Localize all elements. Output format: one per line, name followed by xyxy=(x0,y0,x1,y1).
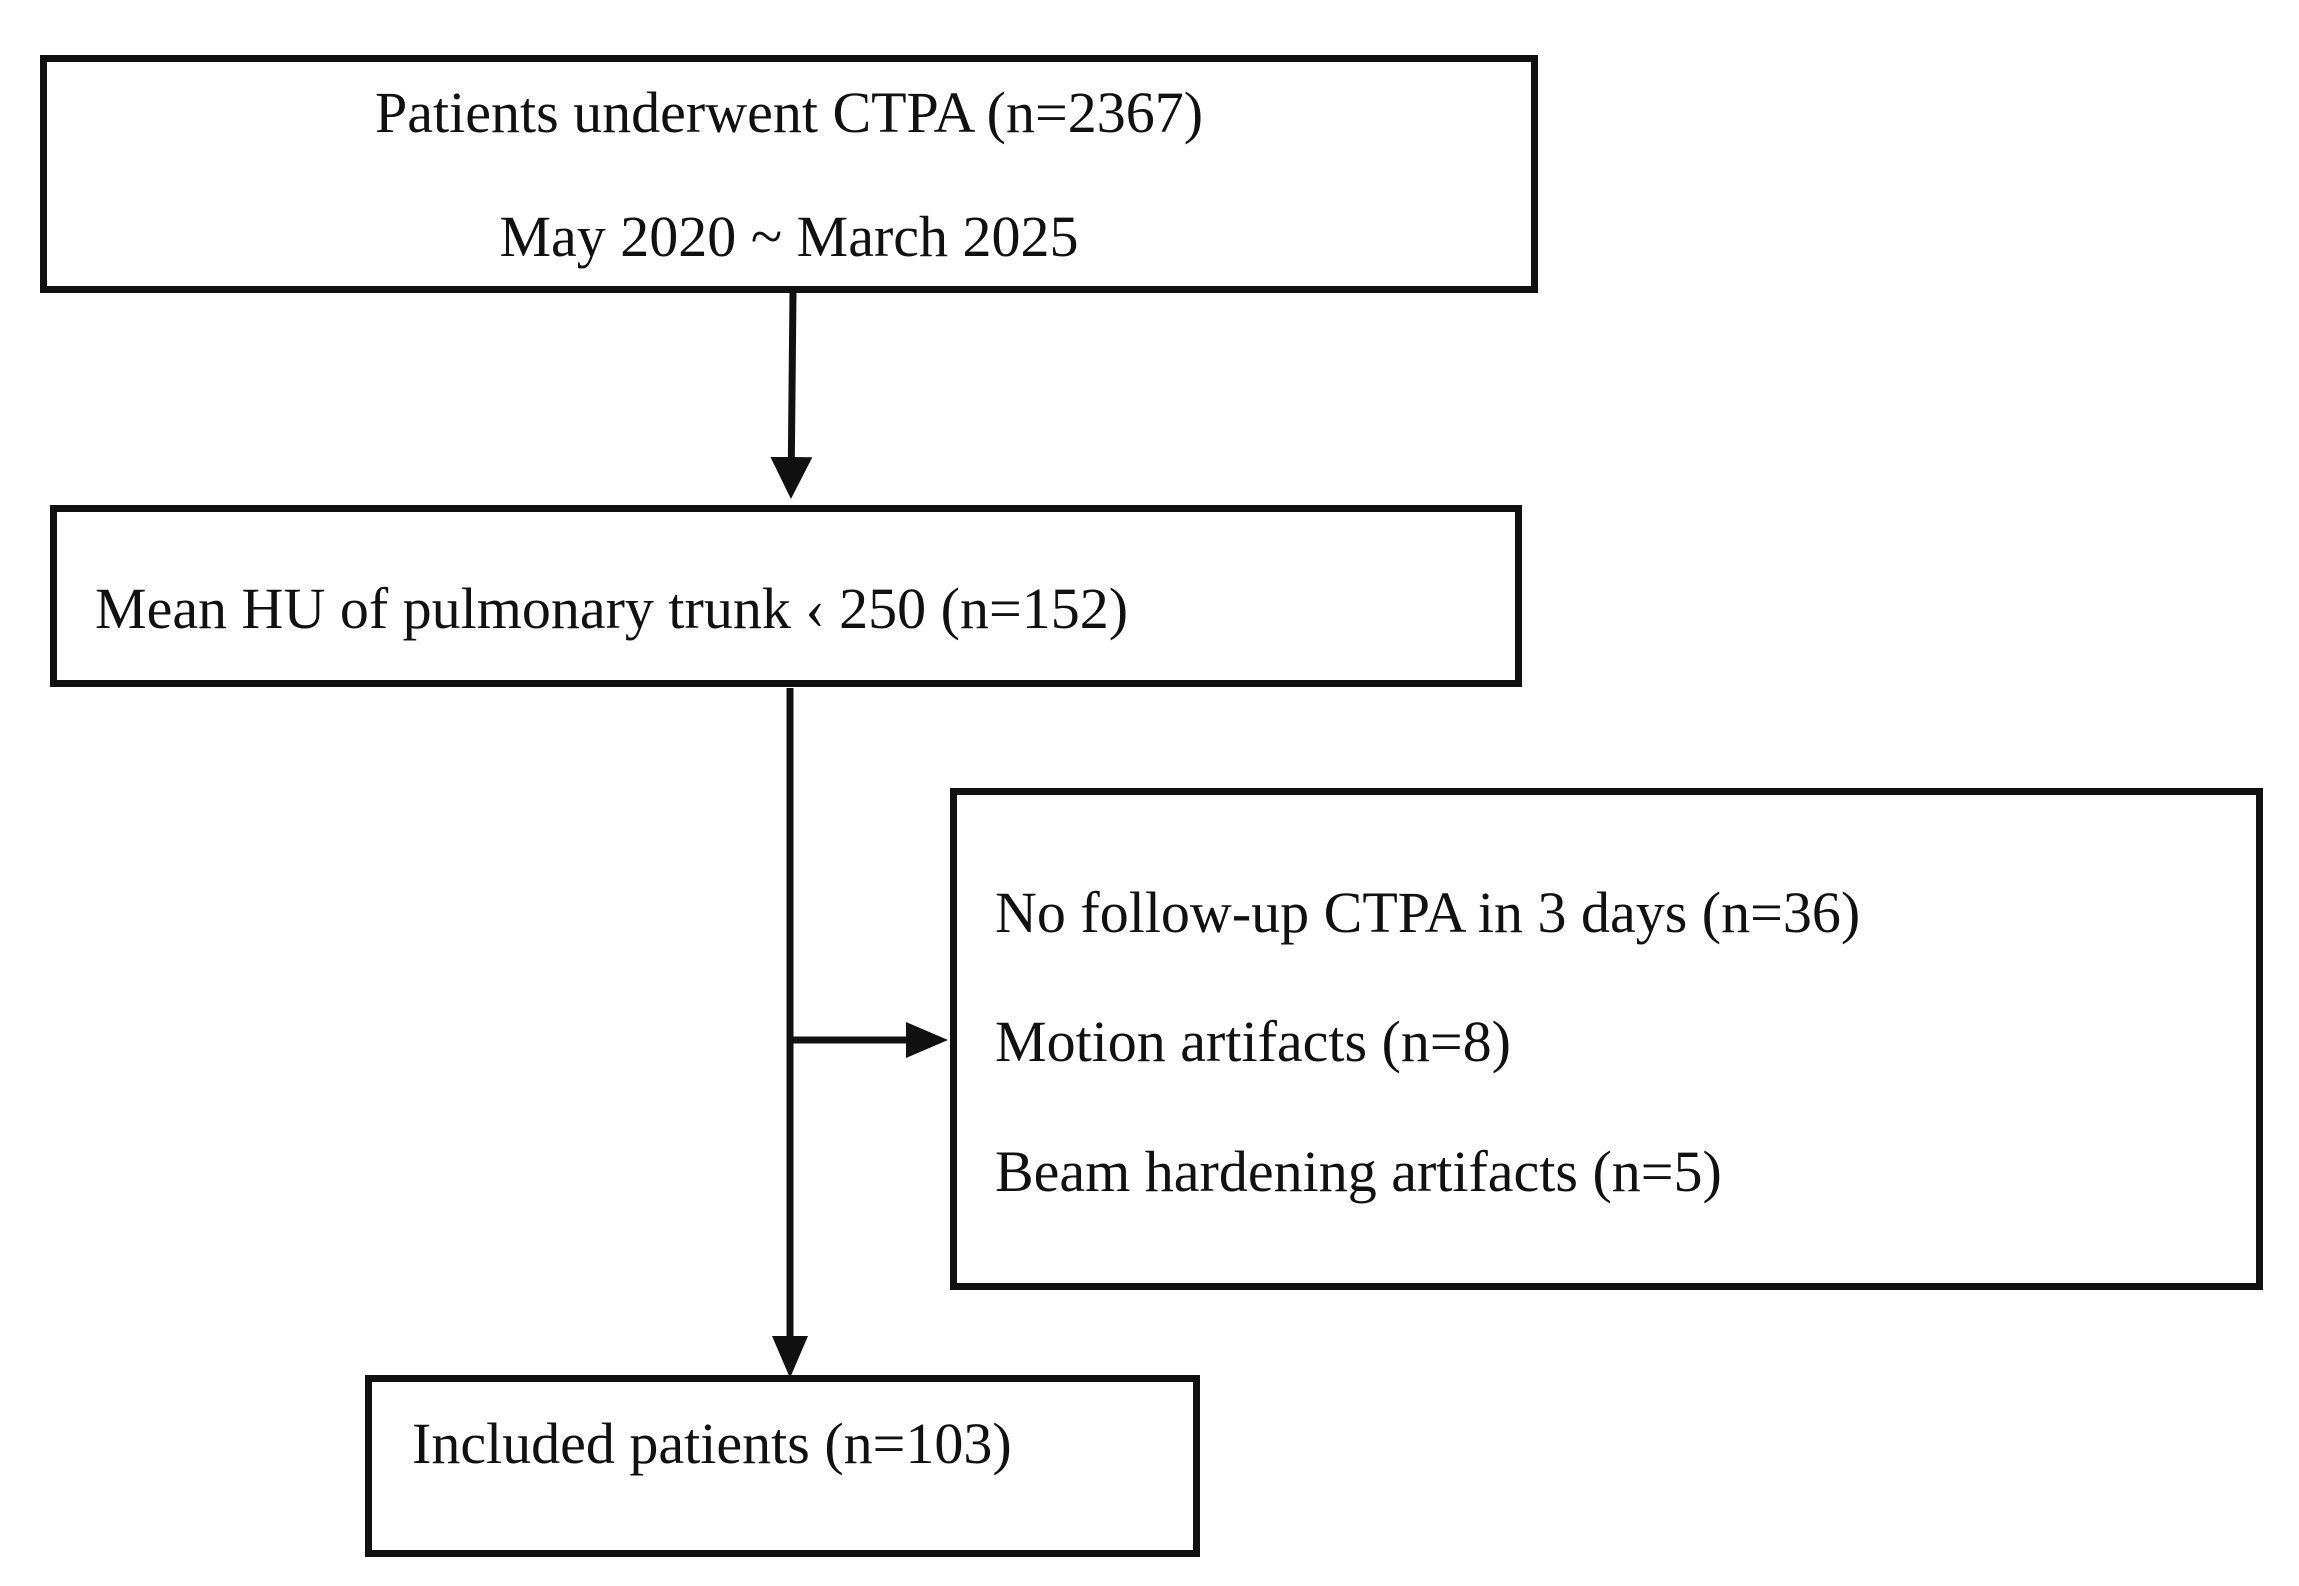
box-initial-cohort xyxy=(40,55,1538,293)
excluded-item-no-follow-up: No follow-up CTPA in 3 days (n=36) xyxy=(995,880,1861,945)
included-patients-count: Included patients (n=103) xyxy=(412,1411,1012,1476)
initial-cohort-period: May 2020 ~ March 2025 xyxy=(499,204,1079,269)
initial-cohort-count: Patients underwent CTPA (n=2367) xyxy=(374,80,1204,145)
excluded-item-beam-hardening: Beam hardening artifacts (n=5) xyxy=(995,1139,1722,1204)
screened-criterion: Mean HU of pulmonary trunk ‹ 250 (n=152) xyxy=(95,576,1129,641)
arrowhead-to-included xyxy=(772,1336,808,1378)
box-excluded xyxy=(950,788,2263,1290)
arrowhead-to-excluded xyxy=(906,1022,948,1058)
box-screened xyxy=(50,505,1522,687)
excluded-item-motion-artifacts: Motion artifacts (n=8) xyxy=(995,1009,1511,1074)
box-included xyxy=(365,1375,1200,1557)
arrow-initial-to-screened xyxy=(770,291,813,499)
